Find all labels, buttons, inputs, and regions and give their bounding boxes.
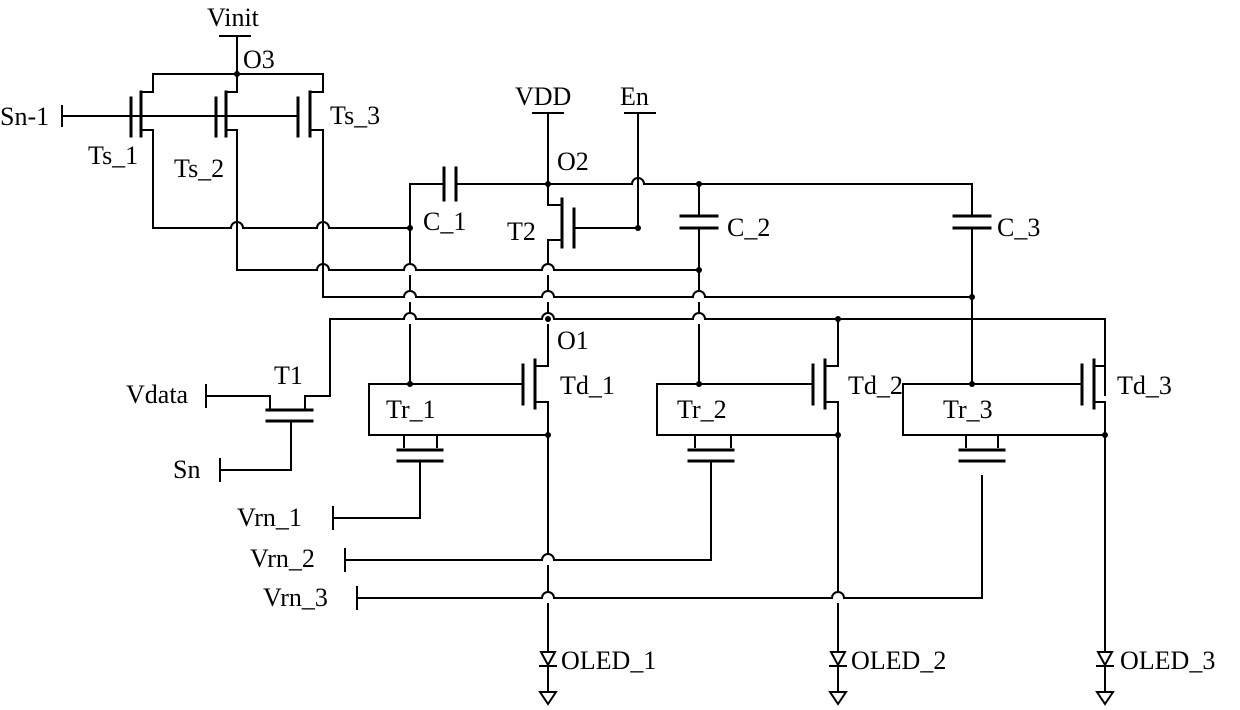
label-vdd: VDD: [515, 82, 571, 111]
label-o1: O1: [557, 326, 589, 355]
node-o2-wire: [407, 178, 972, 231]
label-tr-1: Tr_1: [386, 395, 436, 424]
oled-2: [830, 652, 846, 704]
label-vdata: Vdata: [126, 380, 189, 409]
capacitor-c-3: [954, 216, 990, 387]
c1-to-tr1-wire: [407, 228, 413, 387]
label-t2: T2: [507, 217, 536, 246]
label-vinit: Vinit: [207, 3, 260, 32]
oled-3: [1097, 652, 1113, 704]
label-ts-1: Ts_1: [88, 141, 138, 170]
bus-c2-ts2: [237, 264, 699, 270]
label-td-3: Td_3: [1117, 371, 1172, 400]
label-o3: O3: [243, 45, 275, 74]
label-vrn-1: Vrn_1: [237, 503, 302, 532]
bus-o1: [330, 313, 1105, 395]
label-sn-1: Sn-1: [0, 102, 49, 131]
label-tr-3: Tr_3: [943, 395, 993, 424]
label-td-2: Td_2: [848, 371, 903, 400]
label-c-3: C_3: [997, 213, 1040, 242]
transistor-tr-3: [903, 384, 1108, 598]
label-c-2: C_2: [727, 213, 770, 242]
label-vrn-3: Vrn_3: [263, 583, 328, 612]
vrn-2-line: [345, 549, 711, 592]
vrn-3-line: [357, 587, 982, 652]
sn-1-line: [62, 106, 298, 126]
transistor-td-1: [410, 360, 548, 554]
capacitor-c-2: [681, 184, 717, 387]
bus-c3-ts3: [323, 291, 972, 297]
transistor-ts-3: [298, 74, 323, 297]
bus-c1-ts1: [153, 222, 410, 228]
label-sn: Sn: [173, 455, 200, 484]
oled-1: [540, 652, 556, 704]
transistor-td-2: [699, 319, 838, 592]
transistor-tr-1: [333, 384, 551, 529]
label-td-1: Td_1: [560, 371, 615, 400]
transistor-t1: [206, 385, 330, 481]
label-tr-2: Tr_2: [677, 395, 727, 424]
label-t1: T1: [274, 361, 303, 390]
label-vrn-2: Vrn_2: [250, 544, 315, 573]
label-o2: O2: [557, 147, 589, 176]
label-en: En: [620, 82, 649, 111]
label-ts-3: Ts_3: [330, 101, 380, 130]
label-oled-2: OLED_2: [851, 646, 946, 675]
label-c-1: C_1: [423, 207, 466, 236]
label-oled-3: OLED_3: [1120, 646, 1215, 675]
label-ts-2: Ts_2: [174, 154, 224, 183]
label-oled-1: OLED_1: [561, 646, 656, 675]
capacitor-c-1: [444, 168, 456, 200]
